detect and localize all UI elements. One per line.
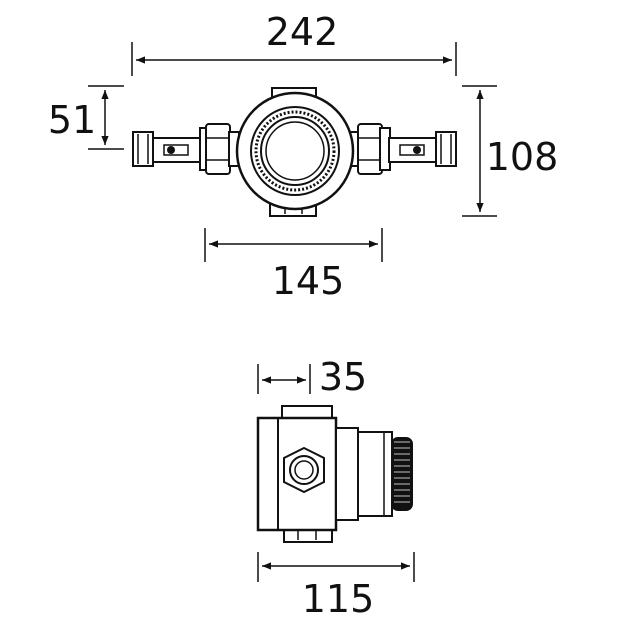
dimension-right-height: 108 xyxy=(462,85,559,217)
dimension-overall-width: 242 xyxy=(131,10,457,76)
dimension-inlet-spacing: 145 xyxy=(204,228,383,303)
dimension-side-width: 115 xyxy=(257,552,415,621)
valve-side-view-shape xyxy=(256,405,413,543)
dimension-left-height: 51 xyxy=(48,85,124,150)
top-view: 242 51 108 145 xyxy=(48,10,558,303)
dimension-label-108: 108 xyxy=(486,135,559,179)
dimension-label-242: 242 xyxy=(266,10,339,54)
valve-top-view-shape xyxy=(132,87,457,217)
dimension-label-51: 51 xyxy=(48,98,96,142)
dimension-label-115: 115 xyxy=(302,577,375,621)
side-view: 35 115 xyxy=(256,355,415,621)
dimension-side-depth: 35 xyxy=(257,355,367,399)
dimension-label-145: 145 xyxy=(272,259,345,303)
dimension-label-35: 35 xyxy=(319,355,367,399)
